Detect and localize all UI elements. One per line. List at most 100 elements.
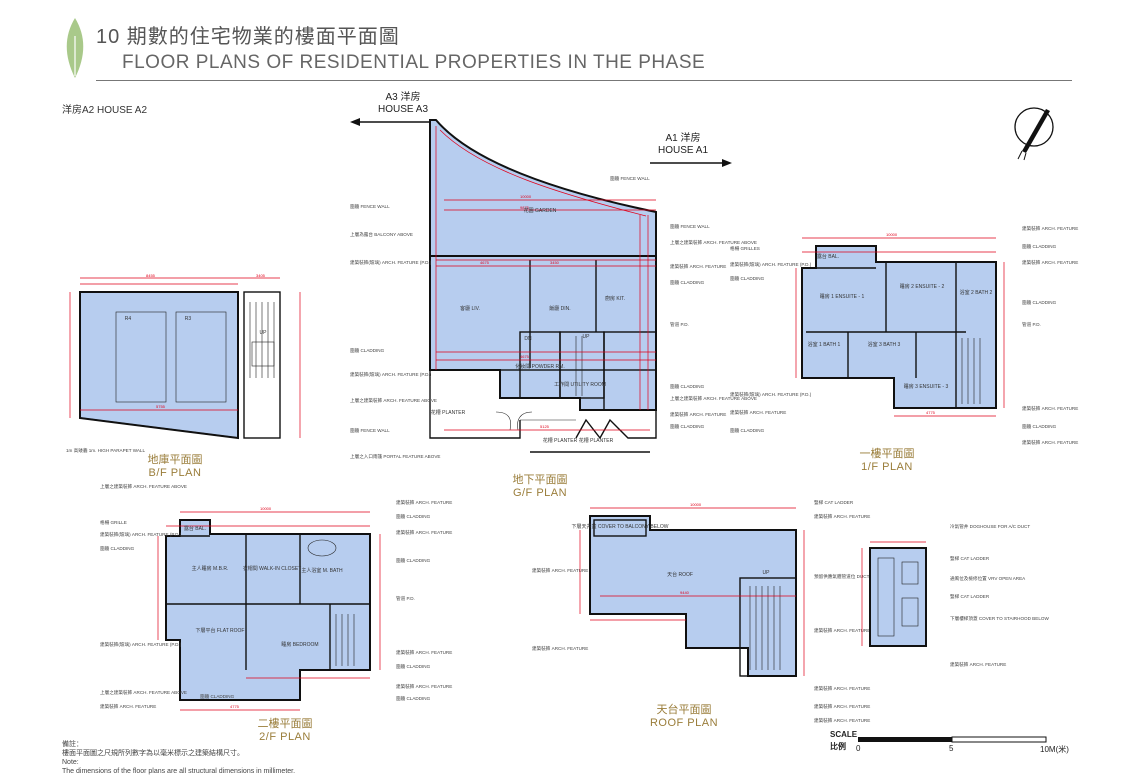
gf-garden xyxy=(429,119,657,257)
roof-tag-r3: 建築裝飾 ARCH. FEATURE xyxy=(814,628,871,633)
roof-tag-l0: 建築裝飾 ARCH. FEATURE xyxy=(532,568,589,573)
gf-title-zh: 地下平面圖 xyxy=(512,474,568,486)
svg-text:3405: 3405 xyxy=(256,273,266,278)
roof-detail-tag-0: 冷氣管井 DOGHOUSE FOR A/C DUCT xyxy=(950,524,1031,529)
f2-room-closet: 衣帽間 WALK-IN CLOSET xyxy=(243,565,301,572)
f2-tag-l2: 建築裝飾(玻璃) ARCH. FEATURE (P.D.) xyxy=(100,532,182,537)
f2-tag-r1: 圍牆 CLADDING xyxy=(396,514,431,519)
north-arrow-icon xyxy=(1014,107,1054,161)
roof-tag-r5: 建築裝飾 ARCH. FEATURE xyxy=(814,704,871,709)
gf-plan-title: 地下平面圖 G/F PLAN xyxy=(505,474,575,500)
bf-room-r4: R4 xyxy=(125,316,132,322)
page-title-en: FLOOR PLANS OF RESIDENTIAL PROPERTIES IN… xyxy=(122,52,706,73)
f2-tag-l3: 圍牆 CLADDING xyxy=(100,546,135,551)
note-en: The dimensions of the floor plans are al… xyxy=(62,768,296,775)
f2-room-mbr: 主人睡房 M.B.R. xyxy=(192,565,229,572)
note-zh: 樓面平面圖之尺規所列數字為以毫米標示之建築結構尺寸。 xyxy=(62,750,244,757)
house-label: 洋房A2 HOUSE A2 xyxy=(62,105,148,116)
note-en-label: Note: xyxy=(62,759,79,766)
scale-bar xyxy=(858,736,1047,743)
gf-tag-r2: 上層之建築裝飾 ARCH. FEATURE ABOVE xyxy=(670,240,757,245)
arrow-left-icon xyxy=(350,118,430,126)
roof-tag-l1: 建築裝飾 ARCH. FEATURE xyxy=(532,646,589,651)
f1-title-en: 1/F PLAN xyxy=(861,461,913,473)
footnote: 備註： 樓面平面圖之尺規所列數字為以毫米標示之建築結構尺寸。 Note: The… xyxy=(62,740,295,776)
gf-room-kitchen: 廚房 KIT. xyxy=(605,295,625,302)
gf-tag-l6: 圍牆 FENCE WALL xyxy=(350,428,390,433)
roof-detail-tag-4: 下層樓梯頂蓋 COVER TO STAIRHOOD BELOW xyxy=(950,616,1049,621)
f1-room-bath3: 浴室 3 BATH 3 xyxy=(868,341,901,348)
f1-tag-r4: 管道 P.D. xyxy=(1022,322,1041,327)
svg-text:5125: 5125 xyxy=(540,424,550,429)
bf-title-zh: 地庫平面圖 xyxy=(147,454,203,466)
gf-plan-drawing: 10000 9875 4675 3450 4675 5125 花園 GARDEN… xyxy=(429,119,657,453)
neighbour-a3-label: A3 洋房 HOUSE A3 xyxy=(378,92,428,116)
f1-tag-r0: 建築裝飾 ARCH. FEATURE xyxy=(1022,226,1079,231)
bf-plan-title: 地庫平面圖 B/F PLAN xyxy=(140,454,210,480)
gf-tag-r1: 圍牆 FENCE WALL xyxy=(670,224,710,229)
gf-tag-r8: 建築裝飾 ARCH. FEATURE xyxy=(670,412,727,417)
f2-tag-r2: 建築裝飾 ARCH. FEATURE xyxy=(396,530,453,535)
svg-text:10000: 10000 xyxy=(886,232,898,237)
f2-tag-r4: 管道 P.D. xyxy=(396,596,415,601)
svg-text:5755: 5755 xyxy=(156,404,166,409)
bf-tag-parapet: 1m 高矮牆 1m. HIGH PARAPET WALL xyxy=(66,448,146,453)
f1-tag-r7: 建築裝飾 ARCH. FEATURE xyxy=(1022,440,1079,445)
svg-text:8455: 8455 xyxy=(146,273,156,278)
roof-room-up: UP xyxy=(763,570,771,576)
f2-room-mbath: 主人浴室 M. BATH xyxy=(301,567,343,574)
bf-plan-drawing: 8455 3405 5755 R4 R3 UP xyxy=(69,273,301,440)
gf-tag-r5: 管道 P.D. xyxy=(670,322,689,327)
roof-doghouse-drawing xyxy=(861,541,927,647)
f2-plan-title: 二樓平面圖 2/F PLAN xyxy=(250,718,320,744)
bf-room-up: UP xyxy=(260,330,268,336)
gf-room-utility: 工作間 UTILITY ROOM xyxy=(554,381,606,388)
f2-tag-r7: 建築裝飾 ARCH. FEATURE xyxy=(396,684,453,689)
gf-room-dn: DN xyxy=(524,336,532,342)
roof-tag-r0: 豎梯 CAT LADDER xyxy=(814,500,854,505)
roof-tag-r2: 預留供應氣體管道位 DUCT SPACE FOR TOWN GAS xyxy=(814,574,923,579)
gf-title-en: G/F PLAN xyxy=(512,487,568,499)
gf-tag-r7: 上層之建築裝飾 ARCH. FEATURE ABOVE xyxy=(670,396,757,401)
f2-tag-l7: 圍牆 CLADDING xyxy=(200,694,235,699)
f1-room-bath2: 浴室 2 BATH 2 xyxy=(960,289,993,296)
gf-living xyxy=(429,255,657,411)
f1-tag-r5: 建築裝飾 ARCH. FEATURE xyxy=(1022,406,1079,411)
f2-tag-r0: 建築裝飾 ARCH. FEATURE xyxy=(396,500,453,505)
gf-tag-l0: 圍牆 FENCE WALL xyxy=(350,204,390,209)
f2-tag-l5: 上層之建築裝飾 ARCH. FEATURE ABOVE xyxy=(100,690,187,695)
scale-label-en: SCALE xyxy=(830,730,858,739)
f2-tag-r5: 建築裝飾 ARCH. FEATURE xyxy=(396,650,453,655)
f2-tag-r6: 圍牆 CLADDING xyxy=(396,664,431,669)
f2-tag-r3: 圍牆 CLADDING xyxy=(396,558,431,563)
bf-room-r3: R3 xyxy=(185,316,192,322)
roof-title-zh: 天台平面圖 xyxy=(656,704,712,716)
leaf-logo-icon xyxy=(66,18,84,78)
roof-detail-tag-1: 豎梯 CAT LADDER xyxy=(950,556,990,561)
f1-room-ensuite3: 睡房 3 ENSUITE - 3 xyxy=(904,383,949,390)
f1-title-zh: 一樓平面圖 xyxy=(859,448,915,460)
gf-tag-l3: 圍牆 CLADDING xyxy=(350,348,385,353)
gf-room-dining: 飯廳 DIN. xyxy=(549,305,570,312)
scale-tick-10: 10M(米) xyxy=(1040,745,1069,754)
f1-tag-l1: 建築裝飾(玻璃) ARCH. FEATURE (P.D.) xyxy=(730,262,812,267)
gf-room-planter-3: 花槽 PLANTER xyxy=(579,437,614,444)
roof-room-cover: 下層天井蓋 COVER TO BALCONY BELOW xyxy=(572,523,669,530)
roof-detail-tag-2: 通風位及檢修位置 VRV OPEN AREA xyxy=(950,576,1026,581)
f1-room-bal: 露台 BAL. xyxy=(817,253,839,260)
scale-label-zh: 比例 xyxy=(830,742,846,751)
svg-text:3450: 3450 xyxy=(550,260,560,265)
gf-room-living: 客廳 LIV. xyxy=(460,305,480,312)
gf-tag-l7: 上層之入口雨篷 PORTAL FEATURE ABOVE xyxy=(350,454,441,459)
roof-title-en: ROOF PLAN xyxy=(649,717,719,729)
f1-tag-l0: 格柵 GRILLES xyxy=(730,246,760,251)
gf-room-garden: 花園 GARDEN xyxy=(524,207,557,214)
f2-tag-l4: 建築裝飾(玻璃) ARCH. FEATURE (P.D.) xyxy=(100,642,182,647)
scale-tick-5: 5 xyxy=(949,744,954,753)
gf-tag-l2: 建築裝飾(玻璃) ARCH. FEATURE (P.D.) xyxy=(350,260,432,265)
f1-tag-r1: 圍牆 CLADDING xyxy=(1022,244,1057,249)
svg-text:4675: 4675 xyxy=(520,354,530,359)
gf-room-planter-1: 花槽 PLANTER xyxy=(431,409,466,416)
neighbour-a3-zh: A3 洋房 xyxy=(385,92,421,103)
neighbour-a3-en: HOUSE A3 xyxy=(378,104,429,115)
